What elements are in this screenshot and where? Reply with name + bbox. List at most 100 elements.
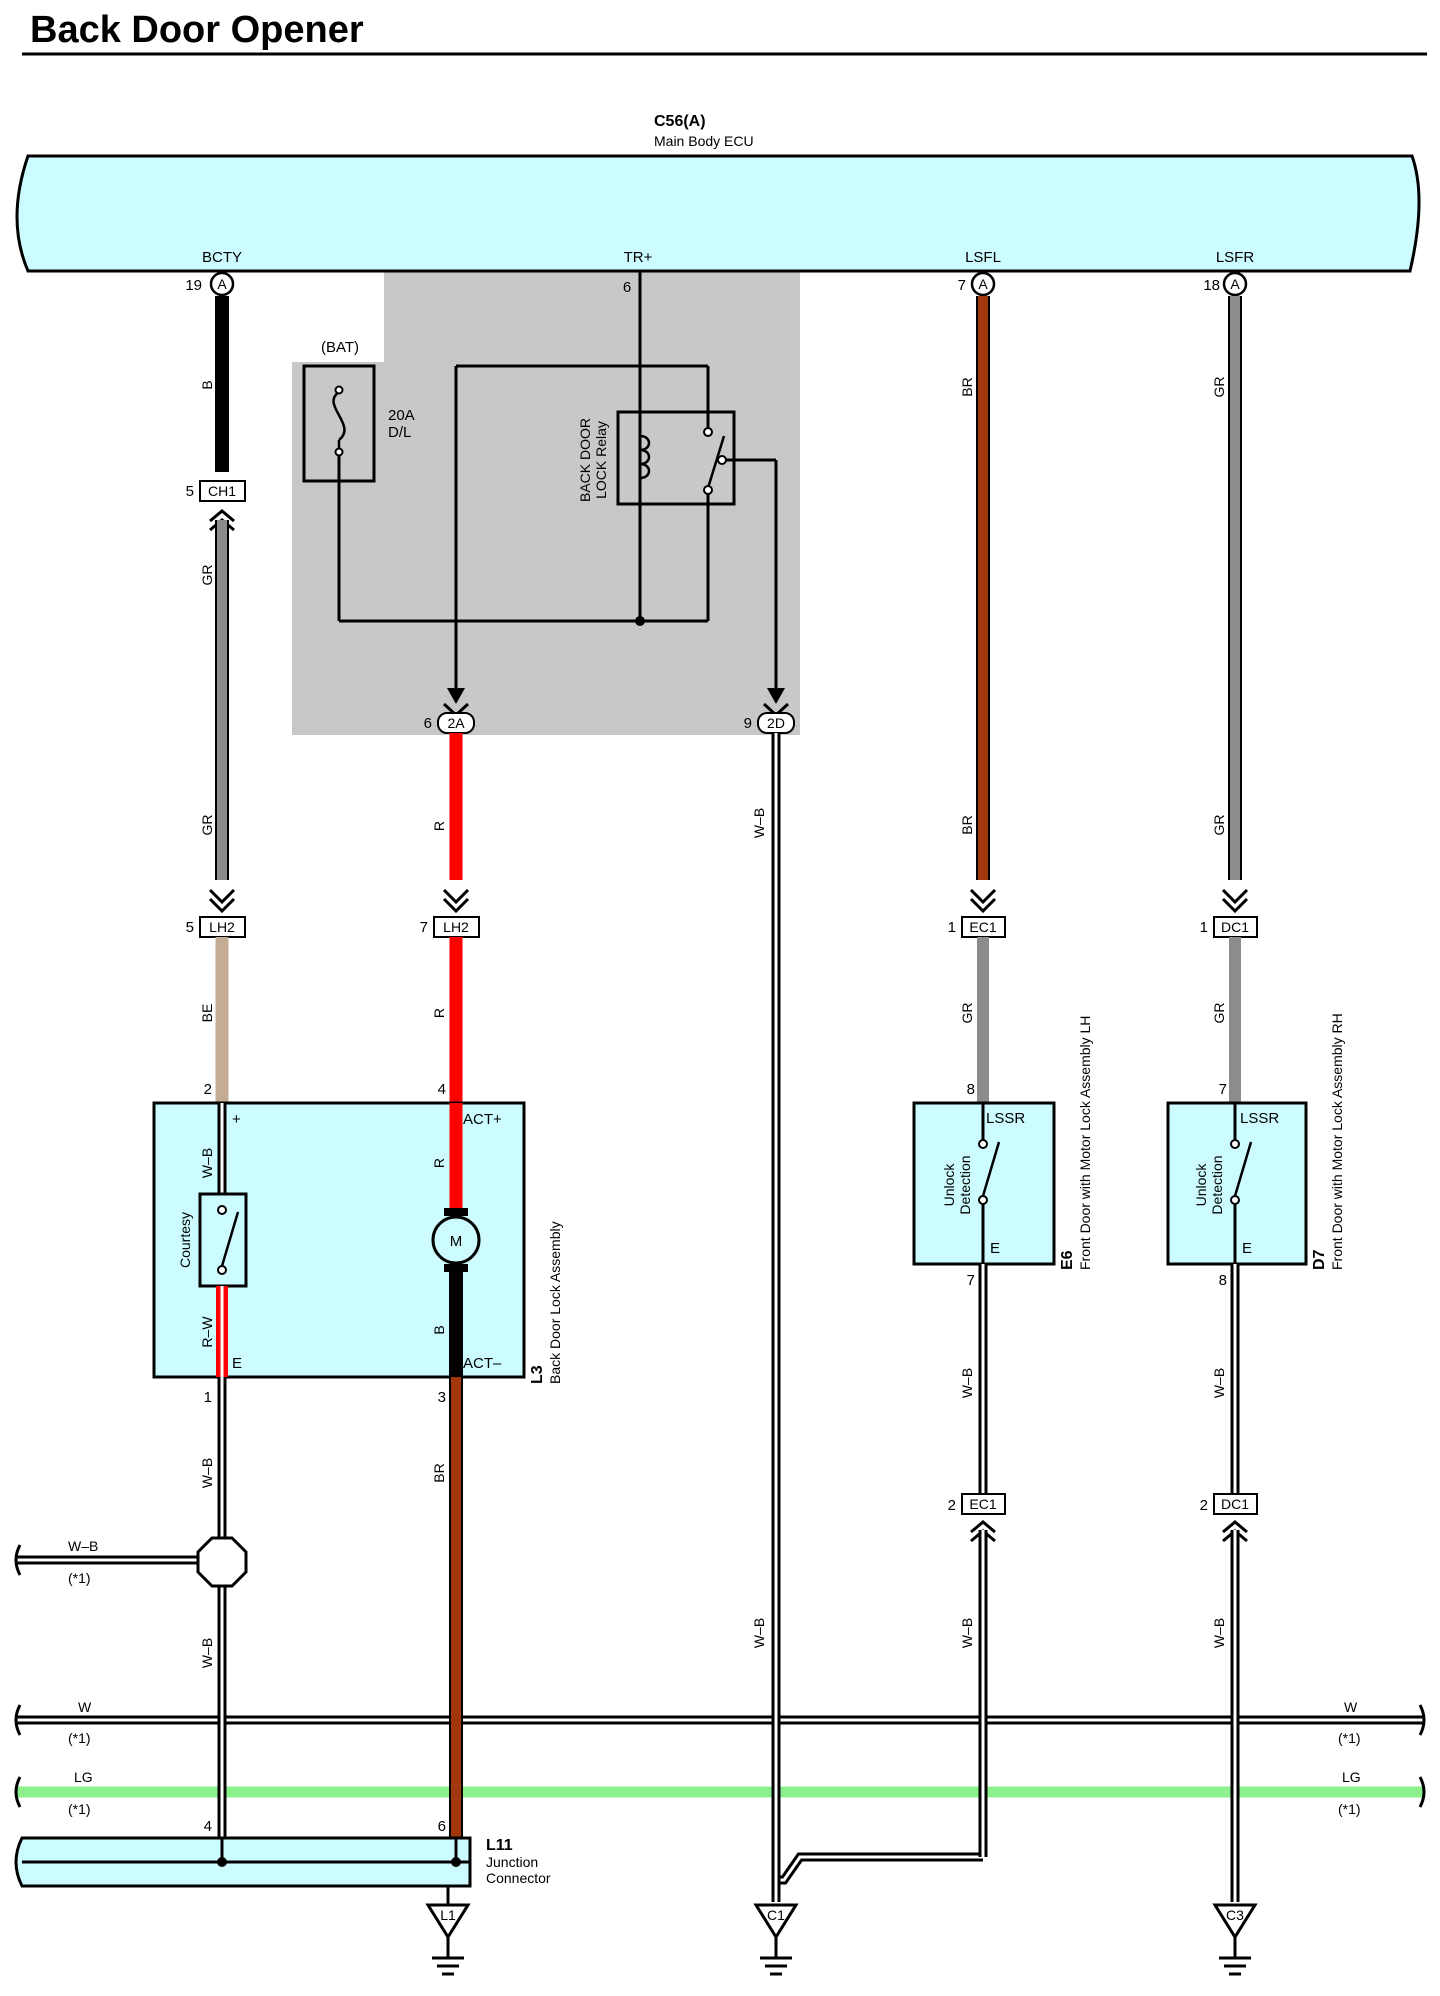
relay-label: BACK DOOR xyxy=(577,418,593,502)
wire-color-label: W xyxy=(78,1699,92,1715)
relay-contact xyxy=(703,427,713,437)
pin-number: 7 xyxy=(967,1272,975,1289)
wire-color-label: W–B xyxy=(751,808,767,838)
ecu-terminal-lsfr: LSFR xyxy=(1216,249,1255,266)
note-marker: (*1) xyxy=(68,1730,91,1746)
pin-number: 5 xyxy=(186,483,194,500)
wire-color-label: GR xyxy=(199,565,215,586)
terminal-marker xyxy=(970,271,996,297)
note-marker: (*1) xyxy=(1338,1801,1361,1817)
ground-c1: C1 xyxy=(753,1903,799,1976)
wire-break-mark xyxy=(14,1544,22,1576)
pin-number: 2 xyxy=(204,1081,212,1098)
terminal-marker-label: A xyxy=(978,276,988,292)
pin-number: 18 xyxy=(1203,277,1220,294)
wire-color-label: W–B xyxy=(199,1148,215,1178)
connector-label: DC1 xyxy=(1221,919,1249,935)
ground-l1: L1 xyxy=(425,1903,471,1976)
wire-color-label: R xyxy=(431,1158,447,1168)
wire-color-label: BE xyxy=(199,1004,215,1023)
switch-contact xyxy=(978,1139,988,1149)
wire-color-label: W–B xyxy=(68,1538,98,1554)
d7-name: Front Door with Motor Lock Assembly RH xyxy=(1329,1013,1345,1270)
arrowhead xyxy=(447,688,465,704)
wire-color-label: GR xyxy=(1211,377,1227,398)
switch-lssr-label: LSSR xyxy=(1240,1110,1279,1127)
wire-color-label: W–B xyxy=(751,1618,767,1648)
connector-ch1 xyxy=(199,480,246,502)
note-marker: (*1) xyxy=(68,1801,91,1817)
ground-label: L1 xyxy=(440,1907,456,1923)
pin-number: 1 xyxy=(948,919,956,936)
d7-code: D7 xyxy=(1311,1249,1328,1270)
female-pin-symbol xyxy=(442,888,470,914)
e6-name: Front Door with Motor Lock Assembly LH xyxy=(1077,1016,1093,1270)
connector-ec1-b xyxy=(961,1493,1006,1515)
connector-label: DC1 xyxy=(1221,1496,1249,1512)
motor-brush xyxy=(444,1264,468,1272)
switch-e-label: E xyxy=(990,1240,1000,1257)
connector-label: LH2 xyxy=(209,919,235,935)
l3-act-plus-label: ACT+ xyxy=(463,1111,502,1128)
motor-icon xyxy=(431,1215,481,1265)
wire-color-label: GR xyxy=(1211,1003,1227,1024)
d7-switch-box xyxy=(1166,1101,1308,1266)
switch-label: Unlock xyxy=(941,1163,957,1207)
wire-color-label: BR xyxy=(431,1463,447,1482)
courtesy-switch-label: Courtesy xyxy=(177,1212,193,1268)
pin-number: 7 xyxy=(958,277,966,294)
l3-act-minus-label: ACT– xyxy=(463,1355,502,1372)
fuse-terminal xyxy=(334,385,344,395)
connector-label: LH2 xyxy=(443,919,469,935)
wire-color-label: GR xyxy=(1211,815,1227,836)
connector-label: EC1 xyxy=(969,919,996,935)
l3-e-label: E xyxy=(232,1355,242,1372)
switch-label: Detection xyxy=(1209,1155,1225,1214)
l11-label: Junction xyxy=(486,1854,538,1870)
relay-coil-icon xyxy=(638,430,651,490)
pin-number: 19 xyxy=(185,277,202,294)
pin-number: 2 xyxy=(948,1497,956,1514)
note-marker: (*1) xyxy=(68,1570,91,1586)
ground-label: C1 xyxy=(767,1907,785,1923)
note-marker: (*1) xyxy=(1338,1730,1361,1746)
ecu-terminal-lsfl: LSFL xyxy=(965,249,1001,266)
wire-color-label: W–B xyxy=(1211,1618,1227,1648)
wire-color-label: GR xyxy=(199,815,215,836)
switch-contact xyxy=(978,1195,988,1205)
ground-c3: C3 xyxy=(1212,1903,1258,1976)
wire-break-mark xyxy=(1418,1776,1426,1808)
terminal-marker-label: A xyxy=(1230,276,1240,292)
arrowhead xyxy=(767,688,785,704)
fuse-source: (BAT) xyxy=(321,339,359,356)
wire-color-label: W–B xyxy=(199,1638,215,1668)
wire-color-label: R xyxy=(431,1008,447,1018)
switch-blade xyxy=(981,1141,1001,1197)
female-pin-symbol xyxy=(208,888,236,914)
pin-number: 3 xyxy=(438,1389,446,1406)
relay-contact xyxy=(703,485,713,495)
page-title: Back Door Opener xyxy=(30,9,364,51)
wire-color-label: W xyxy=(1344,1699,1358,1715)
ecu-body xyxy=(15,154,1421,273)
wire-color-label: GR xyxy=(959,1003,975,1024)
junction-block-shade xyxy=(292,272,800,735)
relay-switch-blade xyxy=(706,435,726,489)
relay-box xyxy=(616,410,736,506)
connector-label: CH1 xyxy=(208,483,236,499)
splice-dot xyxy=(451,1857,461,1867)
switch-lssr-label: LSSR xyxy=(986,1110,1025,1127)
wire-color-label: BR xyxy=(959,815,975,834)
switch-blade xyxy=(1233,1141,1253,1197)
switch-label: Detection xyxy=(957,1155,973,1214)
pin-number: 7 xyxy=(1219,1081,1227,1098)
terminal-marker-label: A xyxy=(217,276,227,292)
wire-color-label: W–B xyxy=(959,1618,975,1648)
fuse-name: D/L xyxy=(388,424,411,441)
wire-wb xyxy=(776,1852,983,1885)
wire-color-label: W–B xyxy=(959,1368,975,1398)
switch-contact xyxy=(1230,1139,1240,1149)
pin-number: 6 xyxy=(424,715,432,732)
switch-contact xyxy=(217,1265,227,1275)
